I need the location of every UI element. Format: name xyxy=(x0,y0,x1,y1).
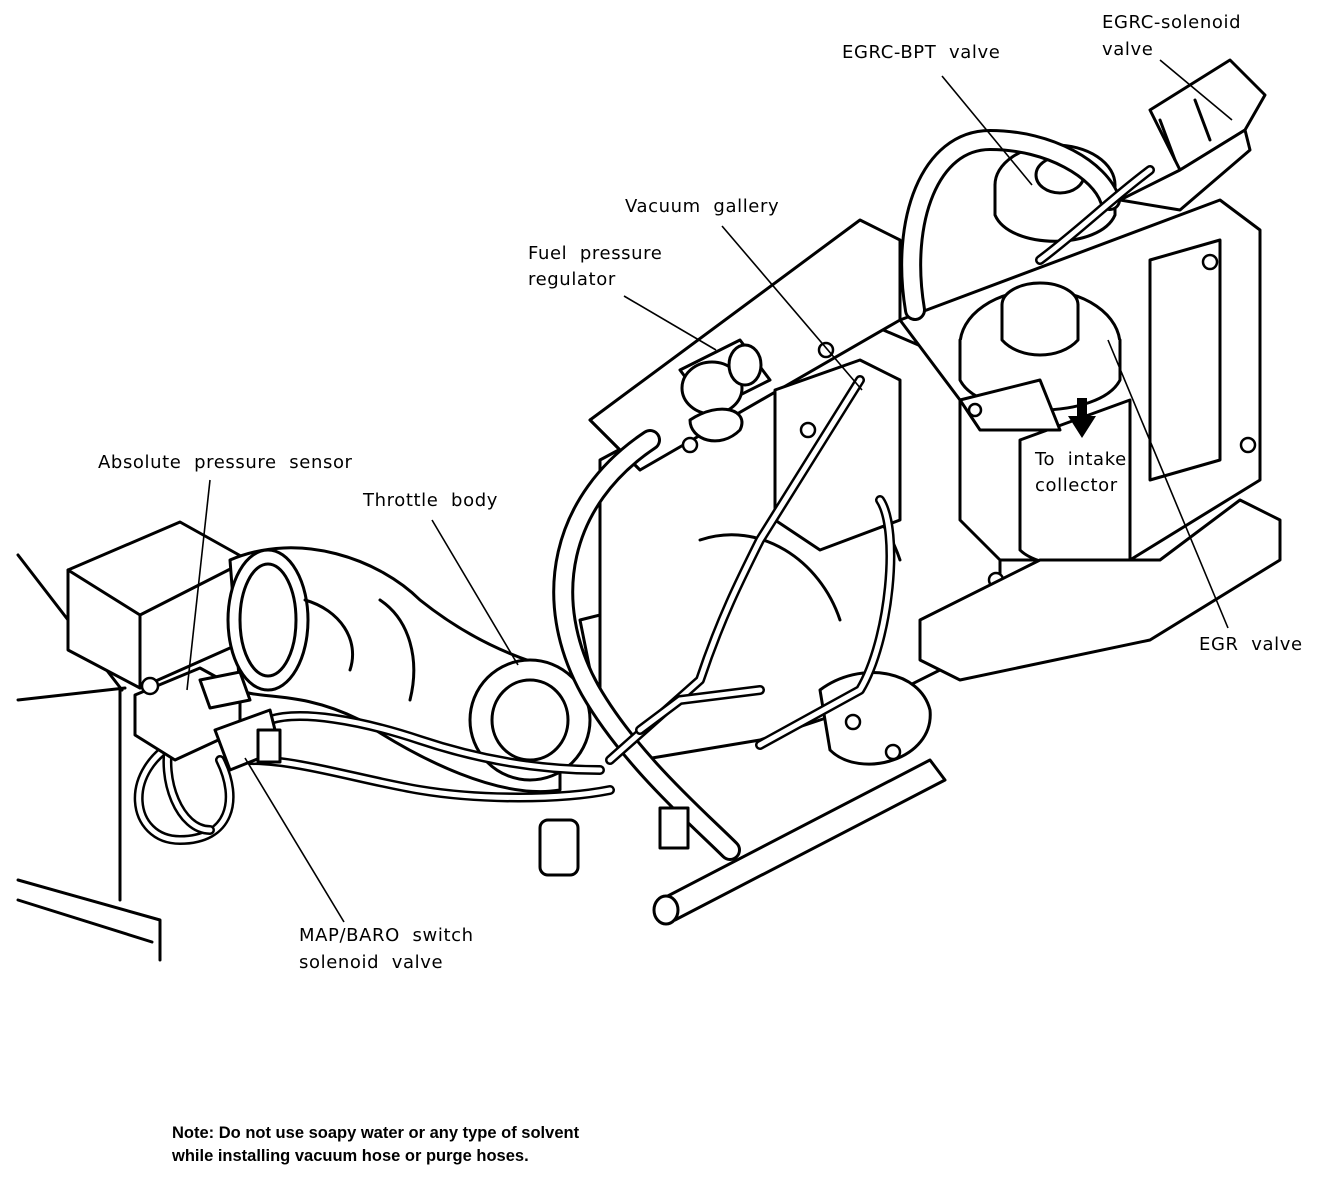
label-throttle-body: Throttle body xyxy=(363,490,498,511)
installation-note: Note: Do not use soapy water or any type… xyxy=(172,1122,579,1168)
lower-rail xyxy=(652,758,947,926)
label-egrc-solenoid-line2: valve xyxy=(1102,39,1154,60)
egrc-solenoid-valve xyxy=(1118,58,1267,212)
label-vacuum-gallery: Vacuum gallery xyxy=(625,196,780,217)
label-map-baro-line1: MAP/BARO switch xyxy=(299,925,474,946)
to-intake-arrow xyxy=(1068,398,1096,438)
leader-lines xyxy=(186,59,1233,923)
note-line-2: while installing vacuum hose or purge ho… xyxy=(172,1147,529,1165)
air-cleaner-box xyxy=(66,520,250,690)
label-to-intake-line2: collector xyxy=(1035,475,1118,496)
label-to-intake-line1: To intake xyxy=(1035,449,1127,470)
label-fuel-regulator-line2: regulator xyxy=(528,269,616,290)
label-absolute-pressure-sensor: Absolute pressure sensor xyxy=(98,452,353,473)
label-map-baro-line2: solenoid valve xyxy=(299,952,444,973)
fuel-pressure-regulator xyxy=(678,338,772,443)
label-fuel-regulator-line1: Fuel pressure xyxy=(528,243,663,264)
label-egrc-solenoid-line1: EGRC-solenoid xyxy=(1102,12,1242,33)
label-egrc-bpt-valve: EGRC-BPT valve xyxy=(842,42,1001,63)
label-egr-valve: EGR valve xyxy=(1199,634,1303,655)
pressure-sensor-assembly xyxy=(133,666,282,772)
egr-hose-loop xyxy=(900,129,1155,321)
vacuum-tubes xyxy=(133,375,896,845)
note-line-1: Note: Do not use soapy water or any type… xyxy=(172,1124,580,1142)
egr-valve xyxy=(958,281,1122,432)
